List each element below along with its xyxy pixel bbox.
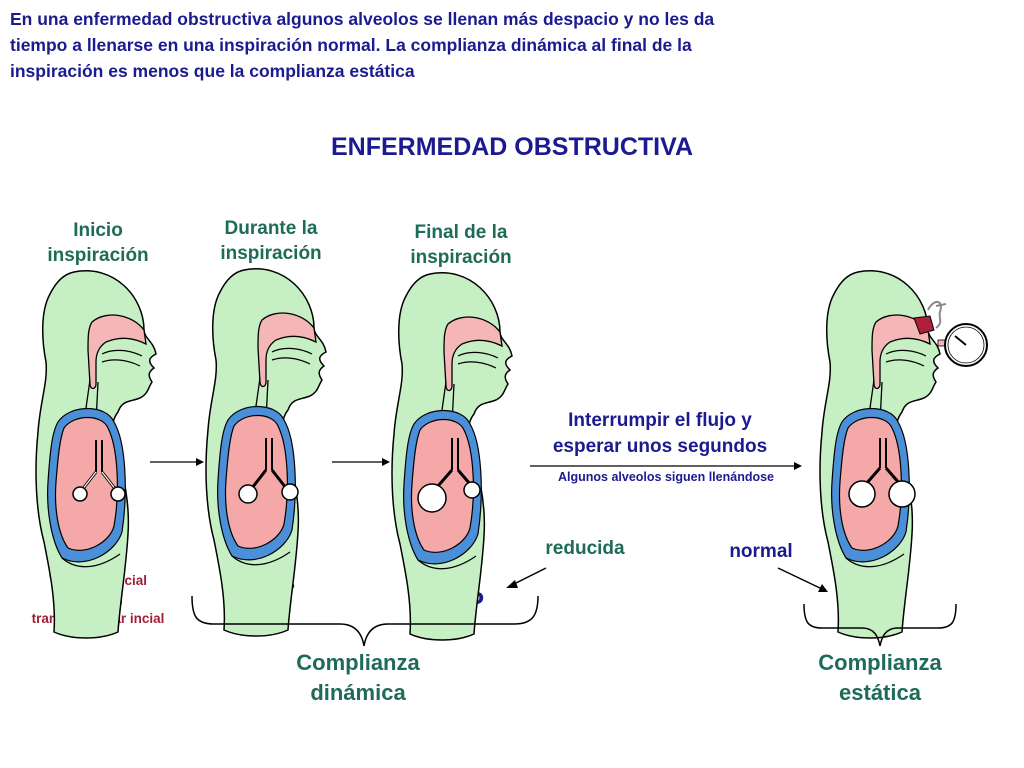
stage-label-end-line2: inspiración: [410, 247, 512, 268]
complianza-dinamica-line2: dinámica: [310, 680, 406, 705]
stage-label-during-line1: Durante la: [224, 218, 318, 239]
alveolus-right: [110, 486, 126, 502]
figure-end-inspiration: [391, 272, 513, 641]
bronchi-during: [238, 438, 299, 504]
complianza-estatica-line1: Complianza: [818, 650, 942, 675]
page-title: ENFERMEDAD OBSTRUCTIVA: [330, 133, 694, 161]
bronchi-static: [848, 438, 916, 508]
intro-paragraph: En una enfermedad obstructiva algunos al…: [10, 6, 1015, 84]
arrow-normal: [777, 567, 828, 592]
arrow-start-to-during: [150, 458, 204, 466]
arrow-interrupt: [530, 462, 802, 470]
intro-line-1: En una enfermedad obstructiva algunos al…: [10, 9, 715, 29]
stage-label-start: Inicio inspiración: [28, 218, 168, 268]
intro-line-2: tiempo a llenarse en una inspiración nor…: [10, 35, 692, 55]
brace-static: [803, 603, 957, 647]
alveolus-left: [72, 486, 88, 502]
stage-label-end: Final de la inspiración: [386, 220, 536, 270]
alveolus-left: [238, 484, 258, 504]
stage-label-start-line1: Inicio: [73, 220, 123, 241]
interrupt-line1: Interrumpir el flujo y: [568, 410, 752, 431]
interrupt-instruction: Interrumpir el flujo y esperar unos segu…: [520, 408, 800, 460]
figure-during-inspiration: [205, 268, 327, 637]
stage-label-start-line2: inspiración: [47, 245, 149, 266]
pressure-gauge-icon: [937, 323, 988, 367]
figure-start-inspiration: [35, 270, 157, 639]
brace-dynamic: [191, 595, 539, 647]
interrupt-line2: esperar unos segundos: [552, 436, 768, 457]
stage-label-end-line1: Final de la: [414, 222, 508, 243]
label-reducida: reducida: [545, 538, 625, 559]
alveolus-left: [848, 480, 876, 508]
bronchi-start: [72, 440, 126, 502]
arrow-during-to-end: [332, 458, 390, 466]
alveolus-right: [281, 483, 299, 501]
arrow-reducida: [506, 567, 547, 588]
stage-label-during: Durante la inspiración: [196, 216, 346, 266]
alveolus-left: [417, 483, 447, 513]
figure-static: [819, 270, 941, 639]
complianza-estatica-line2: estática: [839, 680, 921, 705]
complianza-dinamica-line1: Complianza: [296, 650, 420, 675]
valve-clamp-icon: [913, 301, 947, 335]
alveolus-right: [463, 481, 481, 499]
complianza-dinamica-label: Complianza dinámica: [268, 648, 448, 708]
intro-line-3: inspiración es menos que la complianza e…: [10, 61, 415, 81]
stage-label-during-line2: inspiración: [220, 243, 322, 264]
interrupt-note: Algunos alveolos siguen llenándose: [557, 470, 774, 484]
label-normal: normal: [729, 541, 793, 562]
bronchi-end: [417, 438, 481, 513]
complianza-estatica-label: Complianza estática: [790, 648, 970, 708]
alveolus-right: [888, 480, 916, 508]
